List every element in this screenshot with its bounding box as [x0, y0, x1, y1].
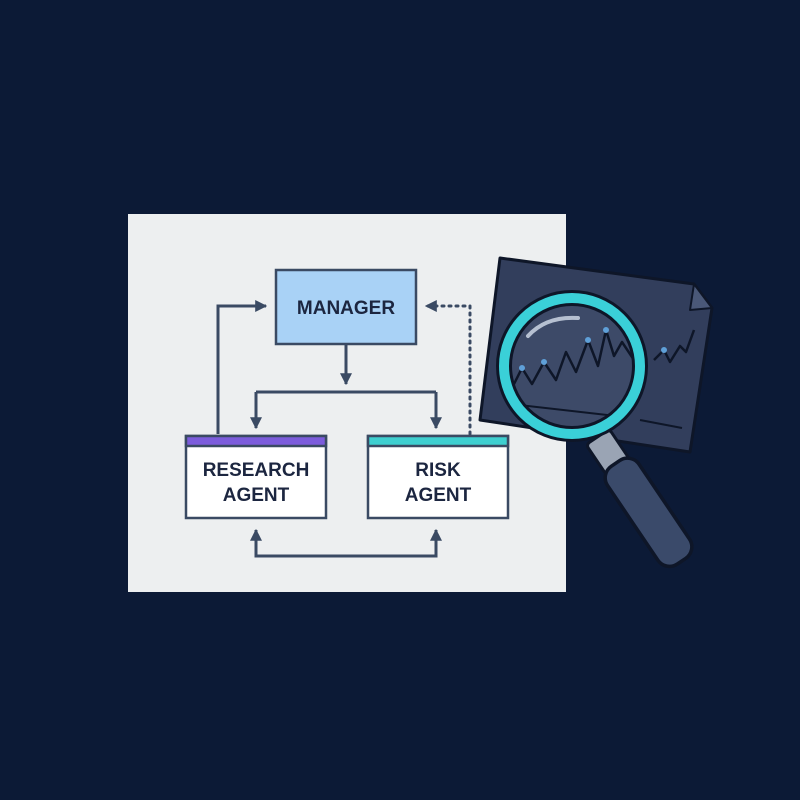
- manager-label: MANAGER: [297, 298, 395, 319]
- risk-agent-node: RISK AGENT: [366, 434, 510, 520]
- magnifier-handle: [603, 456, 694, 569]
- research-accent-bar: [184, 434, 328, 448]
- edge-research-risk: [250, 528, 442, 558]
- lens-chart-line: [510, 328, 634, 393]
- connectors: [216, 300, 472, 558]
- research-label-line1: RESEARCH: [203, 460, 310, 481]
- manager-node: MANAGER: [274, 268, 418, 346]
- risk-label-line1: RISK: [415, 460, 461, 481]
- edge-risk-to-manager: [424, 300, 472, 436]
- lens-highlight: [526, 315, 580, 338]
- edge-research-to-manager: [216, 300, 268, 434]
- magnifier-ring: [499, 293, 645, 439]
- risk-label-line2: AGENT: [405, 485, 472, 506]
- research-agent-node: RESEARCH AGENT: [184, 434, 328, 520]
- research-label-line2: AGENT: [223, 485, 290, 506]
- magnifying-glass-icon: [496, 290, 694, 569]
- risk-accent-bar: [366, 434, 510, 448]
